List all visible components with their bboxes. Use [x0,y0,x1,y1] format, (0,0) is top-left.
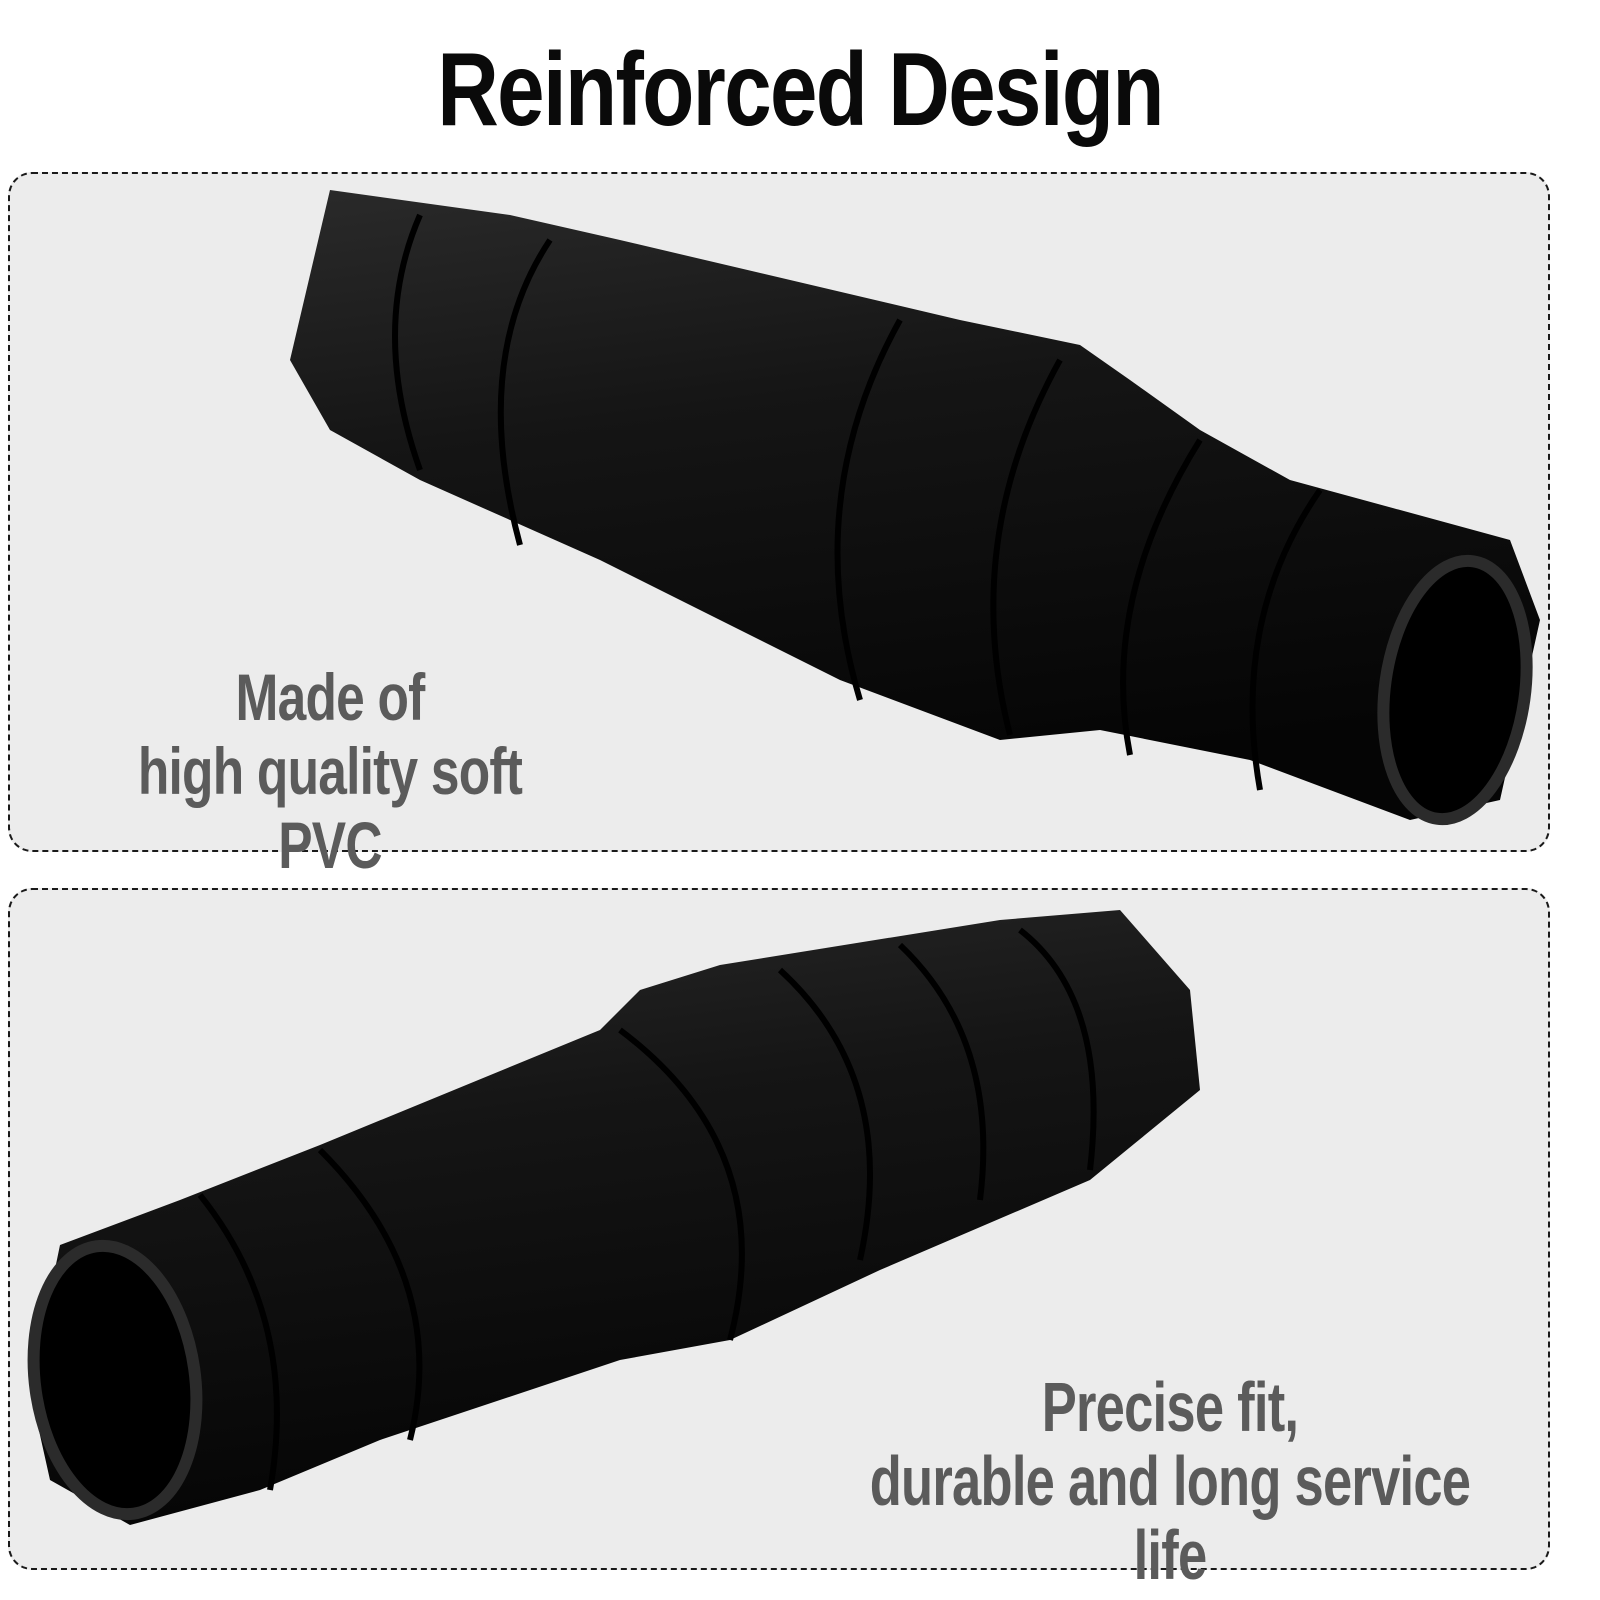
durability-caption-line1: Precise fit, [1041,1368,1299,1446]
page-title: Reinforced Design [437,32,1164,148]
hose-adapter-bottom-image [27,910,1200,1525]
material-caption-line2: high quality soft PVC [137,734,523,882]
durability-caption-line2: durable and long service life [869,1442,1471,1594]
material-caption: Made of high quality soft PVC [96,660,564,882]
hose-adapter-top-image [290,190,1540,826]
durability-caption: Precise fit, durable and long service li… [848,1370,1493,1592]
material-caption-line1: Made of [235,660,425,734]
